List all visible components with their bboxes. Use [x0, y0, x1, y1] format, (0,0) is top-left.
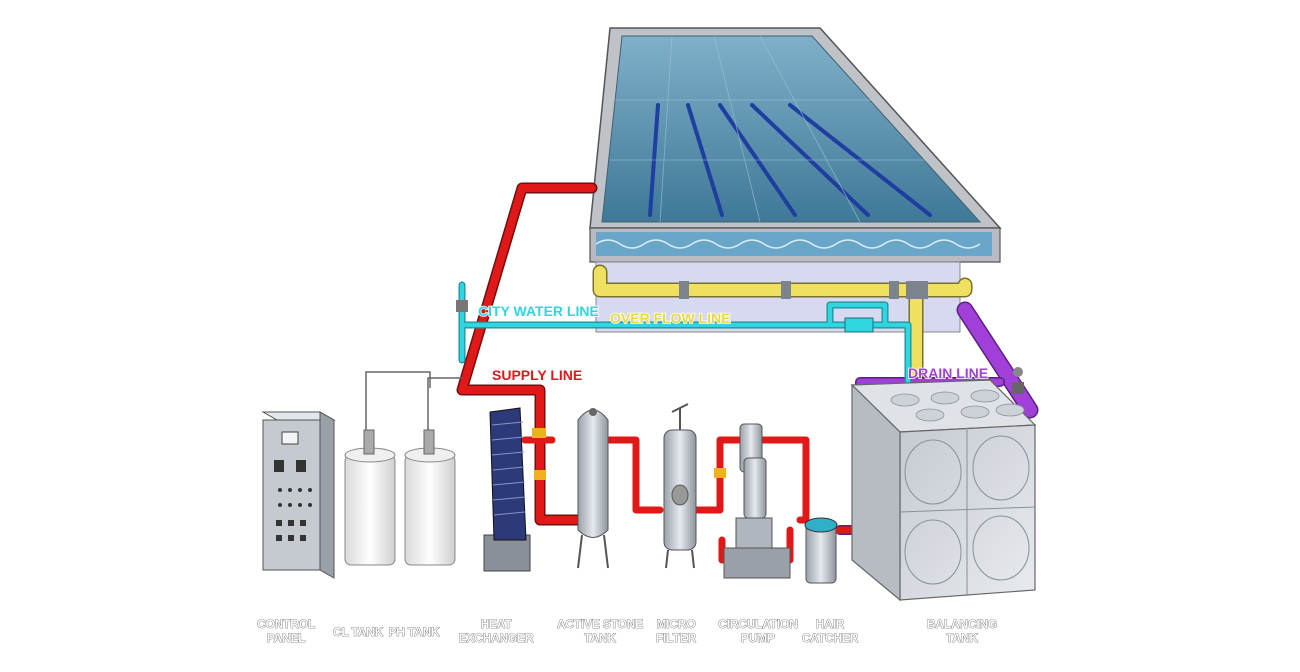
- supply-line-label: SUPPLY LINE: [492, 367, 582, 383]
- balancing-tank-label-line1: BALANCING: [927, 617, 997, 631]
- circulation-pump-label-line1: CIRCULATION: [718, 617, 798, 631]
- active-stone-tank-label-line2: TANK: [584, 631, 616, 645]
- cl-tank: [344, 371, 431, 566]
- active-stone-tank: [577, 408, 609, 569]
- heat-exchanger: [483, 407, 531, 572]
- hair-catcher-label-line2: CATCHER: [802, 631, 859, 645]
- balancing-tank-label-line2: TANK: [946, 631, 978, 645]
- city-water-line-label: CITY WATER LINE: [478, 303, 599, 319]
- micro-filter: [663, 403, 697, 569]
- micro-filter-label-line2: FILTER: [656, 631, 696, 645]
- control-panel-label-line2: PANEL: [267, 631, 306, 645]
- heat-exchanger-label-line2: EXCHANGER: [459, 631, 534, 645]
- balancing-tank: [850, 379, 1037, 602]
- hair-catcher-label-line1: HAIR: [816, 617, 845, 631]
- micro-filter-label-line1: MICRO: [657, 617, 696, 631]
- ph-tank-label: PH TANK: [388, 625, 440, 639]
- control-panel: [261, 411, 336, 579]
- ph-tank: [404, 377, 462, 566]
- hair-catcher: [804, 517, 838, 584]
- circulation-pump: [723, 423, 791, 579]
- heat-exchanger-label-line1: HEAT: [481, 617, 513, 631]
- cl-tank-label: CL TANK: [333, 625, 384, 639]
- equipment-labels: CONTROL PANEL CL TANK PH TANK HEAT EXCHA…: [257, 617, 998, 646]
- control-panel-label-line1: CONTROL: [257, 617, 315, 631]
- active-stone-tank-label-line1: ACTIVE STONE: [557, 617, 643, 631]
- circulation-pump-label-line2: PUMP: [741, 631, 775, 645]
- over-flow-line-label: OVER FLOW LINE: [610, 310, 731, 326]
- drain-line-label: DRAIN LINE: [908, 365, 988, 381]
